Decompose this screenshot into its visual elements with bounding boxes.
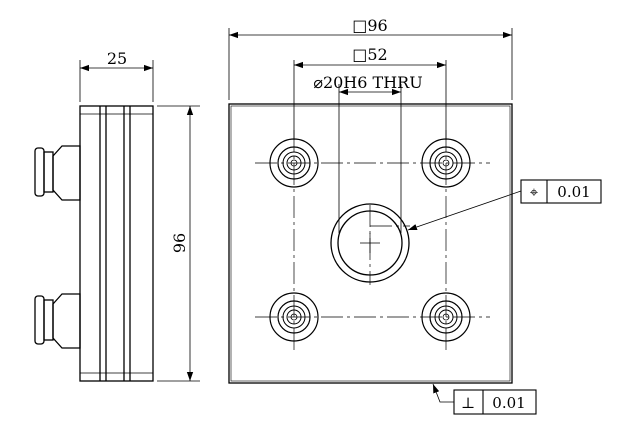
side-height-dimension (157, 105, 200, 382)
lower-fitting (34, 293, 81, 349)
position-value: 0.01 (557, 183, 590, 201)
bolt-pattern-dimension (293, 60, 447, 140)
plate-outline (228, 103, 513, 384)
upper-fitting (34, 145, 81, 201)
perpendicularity-value: 0.01 (492, 394, 525, 412)
perpendicularity-symbol: ⊥ (461, 394, 475, 412)
plate-width-dimension (228, 28, 513, 100)
side-width-label: 25 (107, 49, 127, 68)
plate-chamfer (230, 105, 511, 382)
side-view (34, 105, 154, 382)
position-leader (407, 190, 522, 231)
side-height-label: 96 (170, 233, 189, 253)
plate-width-label: □96 (352, 16, 387, 35)
bore-dimension (338, 84, 402, 233)
center-bore (330, 203, 410, 283)
position-tolerance-frame: ⌖ 0.01 (407, 179, 602, 231)
bolt-hole (269, 292, 319, 342)
side-view-body (79, 105, 154, 382)
side-width-dimension (79, 60, 154, 102)
perpendicularity-tolerance-frame: ⊥ 0.01 (432, 383, 537, 415)
center-lines (255, 130, 490, 350)
bolt-hole (421, 292, 471, 342)
front-view (228, 103, 513, 384)
bore-callout-label: ⌀20H6 THRU (313, 73, 422, 92)
bolt-pattern-label: □52 (352, 45, 387, 64)
position-symbol: ⌖ (530, 183, 539, 201)
perpendicularity-leader (432, 383, 454, 403)
